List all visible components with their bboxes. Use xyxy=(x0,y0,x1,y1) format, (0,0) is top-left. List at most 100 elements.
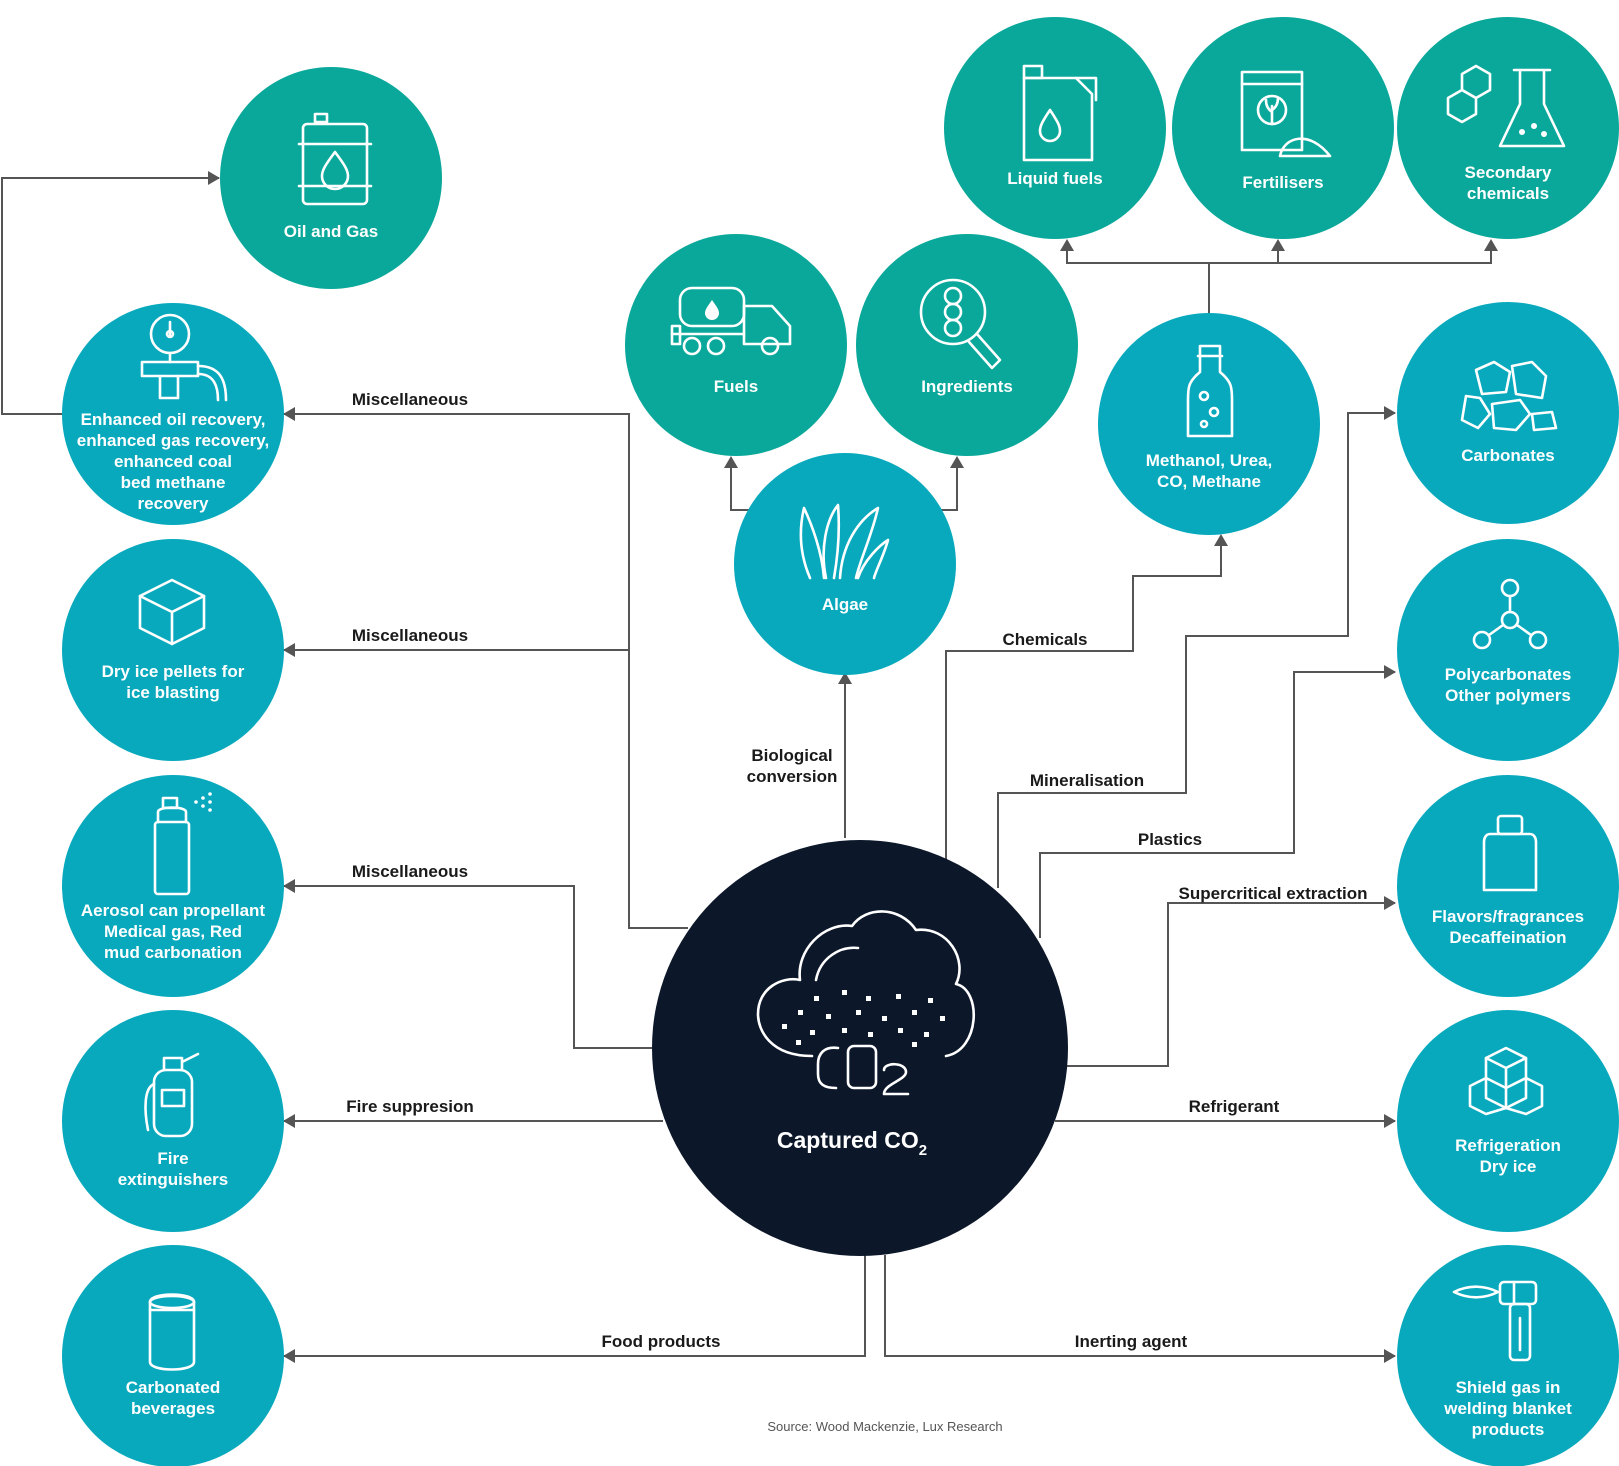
node-algae: Algae xyxy=(734,453,956,675)
node-polycarbonates: Polycarbonates Other polymers xyxy=(1397,539,1619,761)
soda-can-icon xyxy=(148,1293,196,1371)
edge-eor-to-oil-gas xyxy=(1,177,219,415)
node-flavors: Flavors/fragrances Decaffeination xyxy=(1397,775,1619,997)
arrowhead xyxy=(208,171,220,185)
edge-label-fire: Fire suppresion xyxy=(346,1097,474,1116)
node-circle xyxy=(625,234,847,456)
node-circle xyxy=(1172,17,1394,239)
arrowhead xyxy=(283,1114,295,1128)
node-label: Fire xyxy=(157,1149,188,1168)
edge-label-bio-1: Biological xyxy=(751,746,832,765)
polymer-icon xyxy=(1472,578,1548,650)
edge-inerting xyxy=(884,1255,1395,1357)
node-secondary-chemicals: Secondary chemicals xyxy=(1397,17,1619,239)
node-label: Methanol, Urea, xyxy=(1146,451,1273,470)
edge-label-misc-1: Miscellaneous xyxy=(352,390,468,409)
fire-extinguisher-icon xyxy=(144,1052,200,1138)
center-label-subscript: 2 xyxy=(919,1142,927,1159)
edge-mineral xyxy=(997,412,1395,888)
node-label: Dry ice xyxy=(1480,1157,1537,1176)
node-label: Carbonated xyxy=(126,1378,220,1397)
edge-supercritical xyxy=(1065,902,1395,1067)
edge-methanol-tree xyxy=(1066,241,1492,313)
node-circle xyxy=(220,67,442,289)
center-circle xyxy=(652,840,1068,1256)
node-label: Decaffeination xyxy=(1449,928,1566,947)
edge-label-food: Food products xyxy=(602,1332,721,1351)
node-label: enhanced gas recovery, xyxy=(77,431,269,450)
node-ingredients: Ingredients xyxy=(856,234,1078,456)
node-methanol: Methanol, Urea, CO, Methane xyxy=(1098,313,1320,535)
arrowhead xyxy=(838,672,852,684)
node-label: Fuels xyxy=(714,377,758,396)
arrowhead xyxy=(724,456,738,468)
arrowheads xyxy=(208,171,1498,1363)
welding-torch-icon xyxy=(1452,1280,1538,1362)
node-label: Medical gas, Red xyxy=(104,922,242,941)
node-fire-extinguishers: Fire extinguishers xyxy=(62,1010,284,1232)
node-label: Ingredients xyxy=(921,377,1013,396)
node-oil-gas: Oil and Gas xyxy=(220,67,442,289)
edge-label-misc-2: Miscellaneous xyxy=(352,626,468,645)
edge-label-supercritical: Supercritical extraction xyxy=(1179,884,1368,903)
node-label: Dry ice pellets for xyxy=(102,662,245,681)
node-circle xyxy=(1098,313,1320,535)
arrowhead xyxy=(1484,239,1498,251)
aerosol-can-icon xyxy=(153,792,212,896)
edge-label-chemicals: Chemicals xyxy=(1002,630,1087,649)
node-circle xyxy=(62,775,284,997)
molecule-flask-icon xyxy=(1446,64,1566,148)
node-label: Oil and Gas xyxy=(284,222,378,241)
node-label: mud carbonation xyxy=(104,943,242,962)
connectors xyxy=(1,177,1492,1357)
arrowhead xyxy=(1384,1114,1396,1128)
node-label: Other polymers xyxy=(1445,686,1571,705)
arrowhead xyxy=(1384,896,1396,910)
bottle-icon xyxy=(1186,344,1234,438)
node-circle xyxy=(1397,539,1619,761)
jerrycan-icon xyxy=(1022,64,1098,162)
edge-label-plastics: Plastics xyxy=(1138,830,1202,849)
node-label: Enhanced oil recovery, xyxy=(81,410,266,429)
node-label: Algae xyxy=(822,595,868,614)
arrowhead xyxy=(950,456,964,468)
edge-misc-3 xyxy=(283,885,652,1049)
node-liquid-fuels: Liquid fuels xyxy=(944,17,1166,239)
node-label: recovery xyxy=(138,494,209,513)
node-label: Secondary xyxy=(1465,163,1552,182)
arrowhead xyxy=(1384,1349,1396,1363)
edge-food xyxy=(283,1255,866,1357)
node-carbonated-beverages: Carbonated beverages xyxy=(62,1245,284,1466)
edge-label-bio-2: conversion xyxy=(747,767,838,786)
arrowhead xyxy=(1384,406,1396,420)
node-label: ice blasting xyxy=(126,683,220,702)
node-label: Refrigeration xyxy=(1455,1136,1561,1155)
center-label: Captured CO2 xyxy=(777,1127,927,1159)
edge-label-mineral: Mineralisation xyxy=(1030,771,1144,790)
node-label: extinguishers xyxy=(118,1170,229,1189)
edge-label-misc-3: Miscellaneous xyxy=(352,862,468,881)
node-label: CO, Methane xyxy=(1157,472,1261,491)
node-circle xyxy=(1397,775,1619,997)
node-circle xyxy=(62,1010,284,1232)
arrowhead xyxy=(1271,239,1285,251)
tanker-truck-icon xyxy=(670,286,792,356)
node-label: Flavors/fragrances xyxy=(1432,907,1584,926)
arrowhead xyxy=(1060,239,1074,251)
node-circle xyxy=(856,234,1078,456)
node-label: chemicals xyxy=(1467,184,1549,203)
node-label: Polycarbonates xyxy=(1445,665,1572,684)
node-eor: Enhanced oil recovery, enhanced gas reco… xyxy=(62,303,284,525)
perfume-bottle-icon xyxy=(1482,814,1538,892)
edge-label-refrigerant: Refrigerant xyxy=(1189,1097,1280,1116)
pressure-gauge-icon xyxy=(140,313,228,402)
source-note: Source: Wood Mackenzie, Lux Research xyxy=(767,1419,1002,1434)
node-shield-gas: Shield gas in welding blanket products xyxy=(1397,1245,1619,1466)
node-label: Shield gas in xyxy=(1456,1378,1561,1397)
node-fertilisers: Fertilisers xyxy=(1172,17,1394,239)
node-label: Carbonates xyxy=(1461,446,1555,465)
node-circle xyxy=(1397,1245,1619,1466)
node-fuels: Fuels xyxy=(625,234,847,456)
node-circle xyxy=(62,303,284,525)
edge-plastics xyxy=(1039,671,1395,938)
